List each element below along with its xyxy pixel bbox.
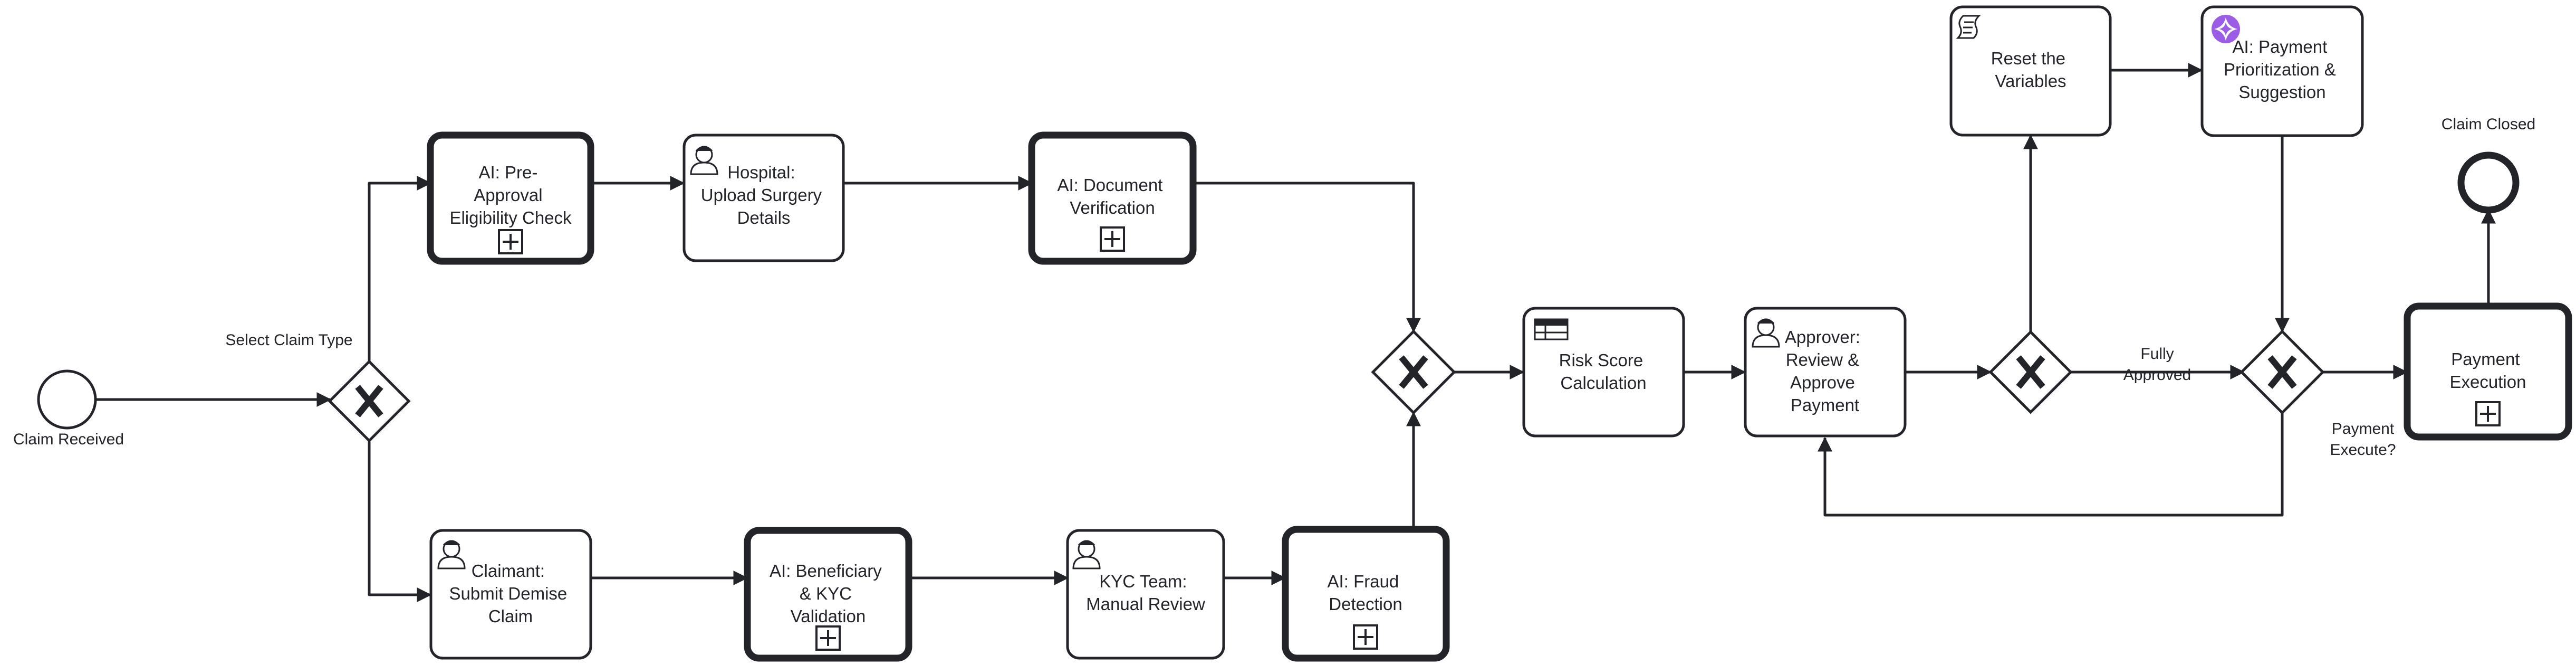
task-payment-execution[interactable]: Payment Execution — [2404, 302, 2572, 441]
gateway-select-claim-type-label: Select Claim Type — [225, 331, 352, 349]
task-label: Risk Score Calculation — [1559, 350, 1648, 393]
flow-payment-gateway-loop-back[interactable] — [1818, 413, 2284, 517]
label-payment-execute-line1: Payment — [2332, 420, 2395, 438]
task-fraud-detection[interactable]: AI: Fraud Detection — [1282, 526, 1450, 662]
task-label: Payment Execution — [2450, 349, 2526, 392]
label-fully-approved-line1: Fully — [2140, 345, 2174, 363]
start-event[interactable] — [37, 369, 97, 430]
plus-icon — [2475, 401, 2501, 426]
flow-gateway-to-preapproval[interactable] — [368, 176, 432, 362]
task-risk-score-calculation[interactable]: Risk Score Calculation — [1522, 307, 1685, 438]
task-label: Approver: Review & Approve Payment — [1785, 327, 1865, 415]
end-event[interactable] — [2457, 151, 2520, 214]
gateway-payment-execute[interactable] — [2239, 329, 2325, 415]
task-label: Hospital: Upload Surgery Details — [701, 163, 826, 227]
label-fully-approved-line2: Approved — [2123, 366, 2191, 384]
gateway-merge[interactable] — [1371, 329, 1456, 415]
task-reset-the-variables[interactable]: Reset the Variables — [1949, 5, 2112, 137]
task-label: KYC Team: Manual Review — [1086, 572, 1205, 614]
x-icon — [2267, 355, 2297, 389]
task-hospital-upload-surgery-details[interactable]: Hospital: Upload Surgery Details — [683, 134, 845, 262]
plus-icon — [1100, 226, 1125, 252]
task-kyc-team-manual-review[interactable]: KYC Team: Manual Review — [1066, 529, 1225, 660]
task-label: AI: Document Verification — [1057, 175, 1167, 217]
plus-icon — [498, 229, 523, 254]
task-document-verification[interactable]: AI: Document Verification — [1028, 131, 1197, 265]
task-preapproval-eligibility-check[interactable]: AI: Pre- Approval Eligibility Check — [427, 131, 594, 265]
task-approver-review-approve-payment[interactable]: Approver: Review & Approve Payment — [1744, 307, 1907, 438]
plus-icon — [815, 625, 841, 651]
user-icon — [437, 540, 466, 569]
task-label: Claimant: Submit Demise Claim — [449, 561, 572, 626]
sequence-flows — [96, 63, 2496, 602]
task-label: AI: Fraud Detection — [1328, 572, 1404, 614]
end-event-label: Claim Closed — [2442, 116, 2535, 133]
task-label: AI: Beneficiary & KYC Validation — [770, 561, 887, 626]
x-icon — [1399, 355, 1428, 389]
user-icon — [1072, 540, 1101, 569]
task-submit-demise-claim[interactable]: Claimant: Submit Demise Claim — [429, 529, 592, 660]
flow-docverify-to-merge[interactable] — [1193, 182, 1421, 333]
task-label: AI: Pre- Approval Eligibility Check — [449, 163, 572, 227]
script-icon — [1956, 15, 1981, 39]
ai-sparkle-icon — [2212, 15, 2240, 43]
x-icon — [355, 385, 383, 417]
gateway-approval-decision[interactable] — [1988, 330, 2073, 414]
gateway-select-claim-type[interactable] — [328, 359, 411, 443]
flow-gateway-to-submit-demise[interactable] — [368, 440, 432, 602]
user-icon — [690, 146, 718, 175]
task-beneficiary-kyc-validation[interactable]: AI: Beneficiary & KYC Validation — [744, 527, 912, 662]
label-payment-execute-line2: Execute? — [2330, 441, 2396, 459]
user-icon — [1752, 318, 1780, 348]
x-icon — [2016, 355, 2045, 389]
table-icon — [1534, 318, 1569, 340]
task-payment-prioritization-suggestion[interactable]: AI: Payment Prioritization & Suggestion — [2200, 5, 2364, 137]
task-label: Reset the Variables — [1991, 49, 2070, 91]
plus-icon — [1353, 624, 1378, 650]
task-label: AI: Payment Prioritization & Suggestion — [2224, 37, 2341, 102]
start-event-label: Claim Received — [13, 431, 124, 448]
